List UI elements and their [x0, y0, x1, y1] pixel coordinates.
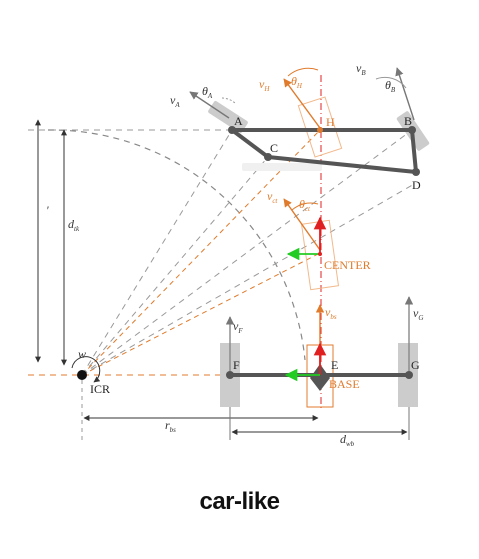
label-point-h: H — [326, 115, 335, 129]
icr-point — [77, 370, 87, 380]
label-point-b: B — [404, 114, 412, 128]
joint-h — [317, 127, 323, 133]
label-theta-h: θH — [291, 74, 303, 90]
joint-f — [226, 371, 234, 379]
ghost-link — [242, 163, 322, 171]
label-theta-a: θA — [202, 84, 213, 100]
label-v-ct: vct — [267, 189, 278, 205]
label-v-a: vA — [170, 93, 180, 109]
label-v-f: vF — [233, 319, 243, 335]
joint-d — [412, 168, 420, 176]
icr-radial-lines — [81, 129, 417, 376]
label-center: CENTER — [324, 258, 371, 272]
label-v-h: vH — [259, 77, 270, 93]
joint-c — [264, 153, 272, 161]
label-point-f: F — [233, 358, 240, 372]
label-v-b: vB — [356, 61, 366, 77]
diagram-caption: car-like — [199, 488, 280, 515]
label-theta-ct: θct — [299, 197, 311, 213]
turning-arc — [47, 129, 306, 361]
base-diamond — [310, 364, 330, 391]
joint-b — [408, 126, 416, 134]
label-base: BASE — [329, 377, 360, 391]
apostrophe-mark: ' — [46, 203, 49, 217]
label-point-c: C — [270, 141, 278, 155]
joint-a — [228, 126, 236, 134]
label-icr: ICR — [90, 382, 110, 396]
label-v-g: vG — [413, 306, 423, 322]
joint-g — [405, 371, 413, 379]
label-v-bs: vbs — [325, 305, 337, 321]
label-point-d: D — [412, 178, 421, 192]
label-d-wb: dwb — [340, 432, 355, 448]
angle-arcs — [221, 67, 407, 211]
label-r-bs: rbs — [165, 418, 176, 434]
diagram-canvas: ' dtk rbs dwb — [28, 61, 430, 448]
steering-linkage — [230, 128, 418, 174]
velocity-vectors — [189, 67, 415, 371]
label-point-g: G — [411, 358, 420, 372]
label-point-e: E — [331, 358, 338, 372]
label-theta-b: θB — [385, 78, 396, 94]
label-point-a: A — [234, 114, 243, 128]
label-d-tk: dtk — [68, 217, 80, 233]
angular-velocity-arc — [71, 356, 101, 383]
dimension-d-tk — [35, 119, 67, 366]
label-w: w — [78, 347, 86, 361]
center-point — [318, 252, 322, 256]
